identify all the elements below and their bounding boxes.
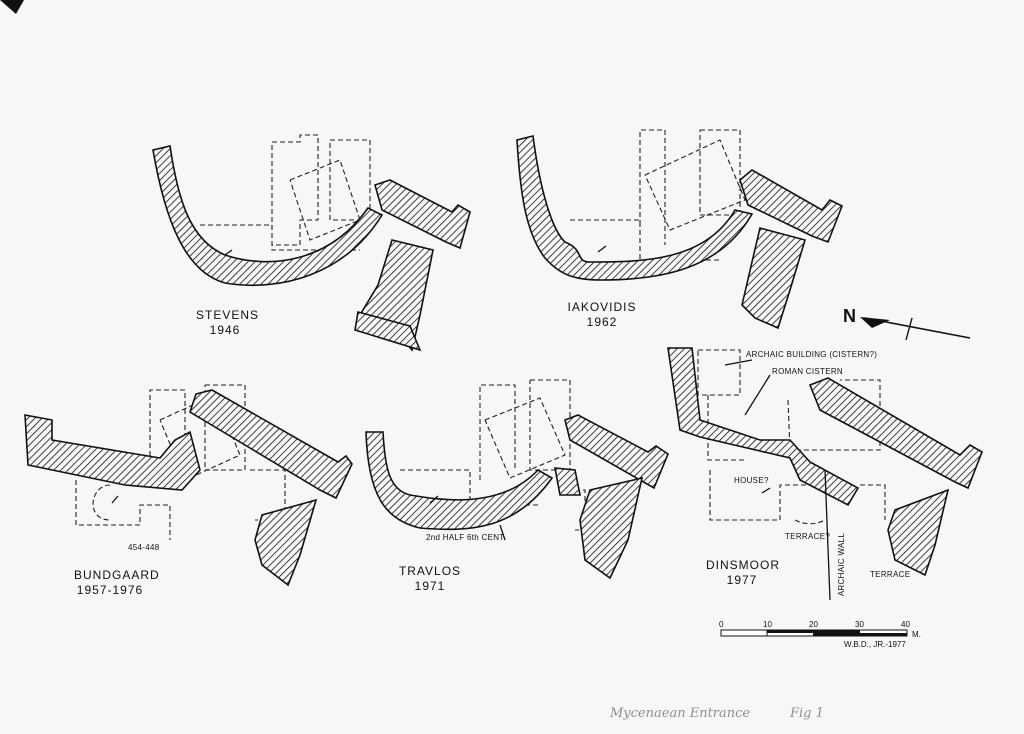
scale-tick: 10 xyxy=(763,620,772,629)
plan-year: 1962 xyxy=(586,315,618,329)
annotation-terrace-q: TERRACE? xyxy=(785,532,831,541)
scale-unit: M. xyxy=(912,630,921,639)
plan-label-bundgaard: BUNDGAARD 1957-1976 xyxy=(74,568,160,598)
scale-tick: 40 xyxy=(901,620,910,629)
annotation-terrace: TERRACE xyxy=(870,570,911,579)
annotation-bundgaard-date: 454-448 xyxy=(128,543,160,552)
plan-label-travlos: TRAVLOS 1971 xyxy=(398,564,462,594)
plan-dinsmoor xyxy=(667,347,983,601)
plan-year: 1957-1976 xyxy=(76,583,144,597)
plan-label-iakovidis: IAKOVIDIS 1962 xyxy=(566,300,638,330)
corner-mark-icon xyxy=(0,0,24,14)
plan-stevens xyxy=(152,134,471,352)
north-label: N xyxy=(843,306,856,326)
annotation-roman-cistern: ROMAN CISTERN xyxy=(772,367,844,376)
north-arrow-icon xyxy=(860,317,971,341)
drafter-credit: W.B.D., JR.-1977 xyxy=(844,640,906,649)
plan-label-stevens: STEVENS 1946 xyxy=(196,308,260,338)
plan-year: 1971 xyxy=(414,579,446,593)
annotation-house: HOUSE? xyxy=(734,476,769,485)
plan-travlos xyxy=(365,379,669,580)
handwritten-caption: Mycenaean Entrance xyxy=(610,706,751,721)
handwritten-figure: Fig 1 xyxy=(790,706,824,721)
plan-iakovidis xyxy=(516,129,844,330)
scale-bar xyxy=(720,629,908,637)
plan-year: 1977 xyxy=(726,573,758,587)
scale-tick: 0 xyxy=(719,620,724,629)
plan-year: 1946 xyxy=(209,323,241,337)
plan-name: TRAVLOS xyxy=(398,564,462,578)
plan-name: BUNDGAARD xyxy=(74,568,160,582)
annotation-archaic-wall: ARCHAIC WALL xyxy=(837,532,847,597)
scale-tick: 30 xyxy=(855,620,864,629)
annotation-travlos-note: 2nd HALF 6th CENT. xyxy=(426,533,507,542)
plan-name: DINSMOOR xyxy=(706,558,780,572)
plan-label-dinsmoor: DINSMOOR 1977 xyxy=(706,558,780,588)
plan-name: STEVENS xyxy=(196,308,260,322)
plan-bundgaard xyxy=(24,384,353,587)
plan-name: IAKOVIDIS xyxy=(567,300,637,314)
annotation-archaic-building: ARCHAIC BUILDING (CISTERN?) xyxy=(746,350,878,359)
scale-tick: 20 xyxy=(809,620,818,629)
